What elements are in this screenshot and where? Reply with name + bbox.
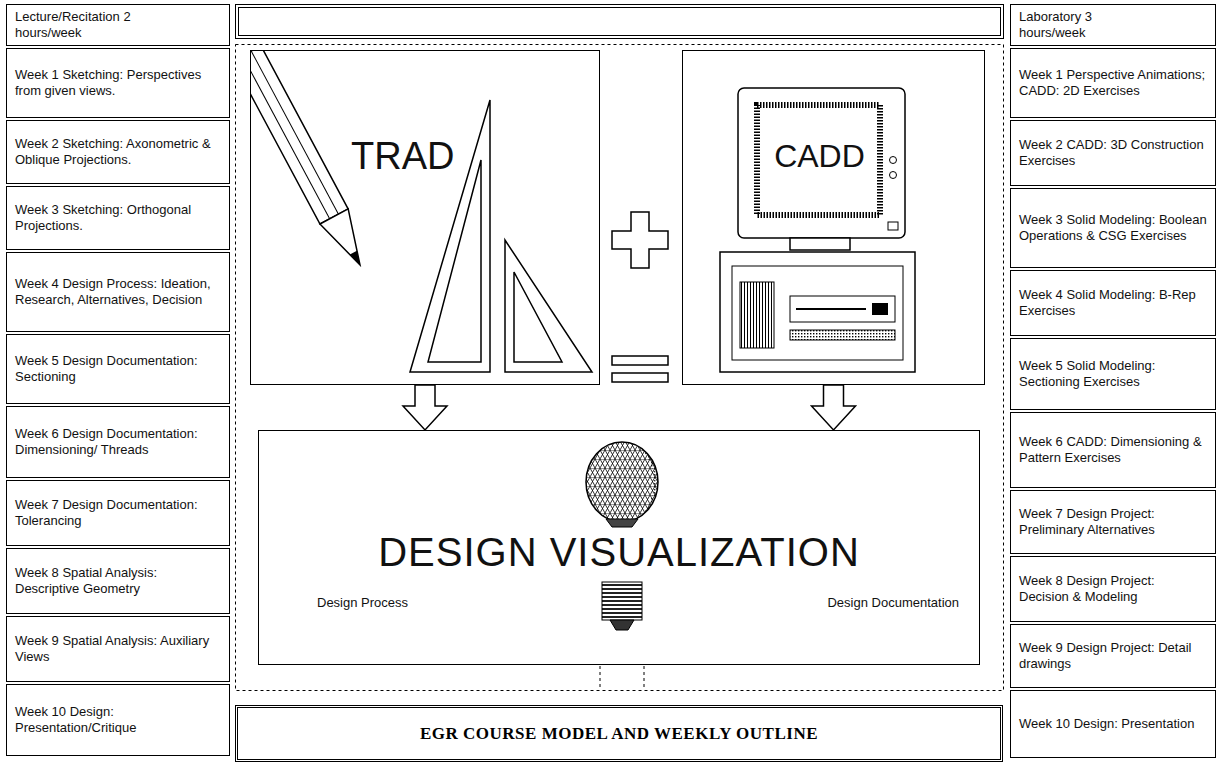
title: EGR COURSE MODEL AND WEEKLY OUTLINE [420, 724, 818, 744]
lecture-week: Week 2 Sketching: Axonometric & Oblique … [6, 120, 230, 184]
panel-caption: Design Process [317, 595, 408, 610]
flow-arrow [812, 385, 856, 430]
lecture-week: Week 7 Design Documentation: Tolerancing [6, 480, 230, 546]
week-entry: Week 9 Design Project: Detail drawings [1019, 640, 1207, 672]
dotted-lead [600, 666, 644, 689]
column-header: Lecture/Recitation 2 hours/week [6, 4, 230, 46]
lecture-week: Week 5 Design Documentation: Sectioning [6, 334, 230, 404]
panel-heading: CADD [774, 138, 865, 174]
lab-week: Week 6 CADD: Dimensioning & Pattern Exer… [1010, 412, 1216, 488]
week-entry: Week 8 Spatial Analysis: Descriptive Geo… [15, 565, 221, 597]
panel-heading: TRAD [351, 135, 454, 177]
week-entry: Week 8 Design Project: Decision & Modeli… [1019, 573, 1207, 605]
visualization-panel: DESIGN VISUALIZATION Design Process Design… [258, 430, 980, 665]
title-box: EGR COURSE MODEL AND WEEKLY OUTLINE [235, 705, 1003, 762]
flow-arrow [403, 385, 447, 430]
week-entry: Week 5 Design Documentation: Sectioning [15, 353, 221, 385]
panel-heading: DESIGN VISUALIZATION [378, 530, 860, 574]
week-entry: Week 6 CADD: Dimensioning & Pattern Exer… [1019, 434, 1207, 466]
lab-week: Week 7 Design Project: Preliminary Alter… [1010, 490, 1216, 554]
week-entry: Week 4 Design Process: Ideation, Researc… [15, 276, 221, 308]
week-entry: Week 10 Design: Presentation/Critique [15, 704, 221, 736]
lecture-week: Week 4 Design Process: Ideation, Researc… [6, 252, 230, 332]
week-entry: Week 7 Design Documentation: Tolerancing [15, 497, 221, 529]
week-entry: Week 9 Spatial Analysis: Auxiliary Views [15, 633, 221, 665]
equals-sign [612, 356, 668, 382]
week-entry: Week 7 Design Project: Preliminary Alter… [1019, 506, 1207, 538]
week-entry: Week 2 CADD: 3D Construction Exercises [1019, 137, 1207, 169]
lab-week: Week 8 Design Project: Decision & Modeli… [1010, 556, 1216, 622]
week-entry: Week 1 Perspective Animations; CADD: 2D … [1019, 67, 1207, 99]
cadd-panel: CADD [682, 50, 985, 385]
week-entry: Week 3 Solid Modeling: Boolean Operation… [1019, 212, 1207, 244]
week-entry: Week 4 Solid Modeling: B-Rep Exercises [1019, 287, 1207, 319]
week-entry: Week 2 Sketching: Axonometric & Oblique … [15, 136, 221, 168]
week-entry: Week 3 Sketching: Orthogonal Projections… [15, 202, 221, 234]
lecture-week: Week 6 Design Documentation: Dimensionin… [6, 406, 230, 478]
lecture-week: Week 1 Sketching: Perspectives from give… [6, 48, 230, 118]
week-entry: Week 10 Design: Presentation [1019, 716, 1194, 732]
week-entry: Week 1 Sketching: Perspectives from give… [15, 67, 221, 99]
lecture-week: Week 9 Spatial Analysis: Auxiliary Views [6, 616, 230, 682]
lab-week: Week 3 Solid Modeling: Boolean Operation… [1010, 188, 1216, 268]
week-entry: Week 6 Design Documentation: Dimensionin… [15, 426, 221, 458]
lab-week: Week 5 Solid Modeling: Sectioning Exerci… [1010, 338, 1216, 410]
computer [720, 88, 915, 372]
lab-week: Week 4 Solid Modeling: B-Rep Exercises [1010, 270, 1216, 336]
panel-caption: Design Documentation [827, 595, 959, 610]
column-header: Laboratory 3 hours/week [1010, 4, 1216, 46]
lecture-week: Week 3 Sketching: Orthogonal Projections… [6, 186, 230, 250]
lecture-week: Week 8 Spatial Analysis: Descriptive Geo… [6, 548, 230, 614]
lab-week: Week 1 Perspective Animations; CADD: 2D … [1010, 48, 1216, 118]
header-bar [236, 5, 1004, 39]
column-heading: Lecture/Recitation 2 hours/week [15, 9, 145, 41]
lab-week: Week 9 Design Project: Detail drawings [1010, 624, 1216, 688]
lab-week: Week 2 CADD: 3D Construction Exercises [1010, 120, 1216, 186]
plus-sign [612, 212, 668, 268]
lab-week: Week 10 Design: Presentation [1010, 690, 1216, 758]
column-heading: Laboratory 3 hours/week [1019, 9, 1139, 41]
lecture-week: Week 10 Design: Presentation/Critique [6, 684, 230, 756]
dashed-frame [236, 45, 1004, 691]
traditional-panel: TRAD [250, 50, 600, 385]
week-entry: Week 5 Solid Modeling: Sectioning Exerci… [1019, 358, 1207, 390]
